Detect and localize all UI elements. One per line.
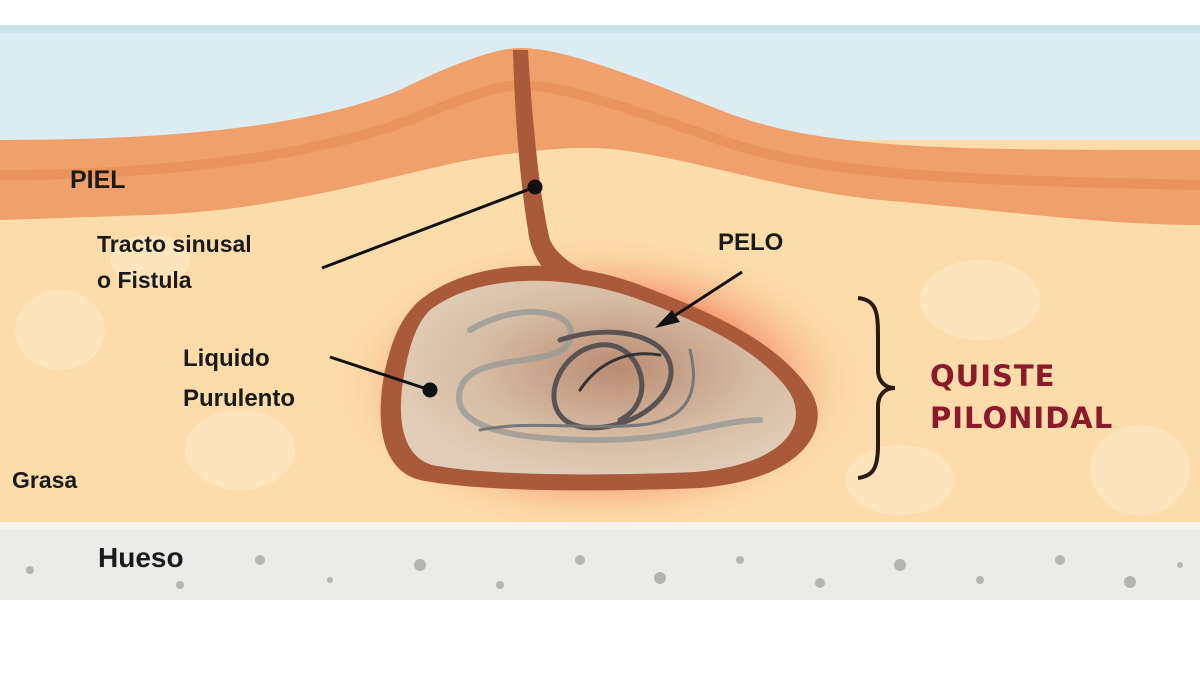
skin-layer	[0, 48, 1200, 225]
skin-inner-band	[0, 79, 1200, 190]
label-tract-line1: Tracto sinusal	[97, 231, 252, 257]
cyst-bracket	[857, 296, 896, 480]
sinus-tract	[513, 50, 620, 285]
label-pus-line1: Liquido	[183, 345, 270, 372]
pointer-lines	[321, 179, 743, 398]
title-line2: PILONIDAL	[930, 401, 1113, 435]
title-line1: QUISTE	[930, 359, 1055, 393]
fat-lobules	[15, 235, 1190, 515]
hair-strands	[456, 308, 763, 444]
bone-layer	[0, 525, 1200, 600]
label-fat: Grasa	[12, 467, 77, 493]
label-pus-line2: Purulento	[183, 385, 295, 412]
sky-top-edge	[0, 25, 1200, 33]
label-bone: Hueso	[98, 542, 184, 573]
bone-top-edge	[0, 522, 1200, 530]
label-skin: PIEL	[70, 166, 126, 194]
label-hair: PELO	[718, 229, 783, 256]
label-tract-line2: o Fistula	[97, 267, 192, 293]
bone-speckles	[26, 555, 1183, 589]
